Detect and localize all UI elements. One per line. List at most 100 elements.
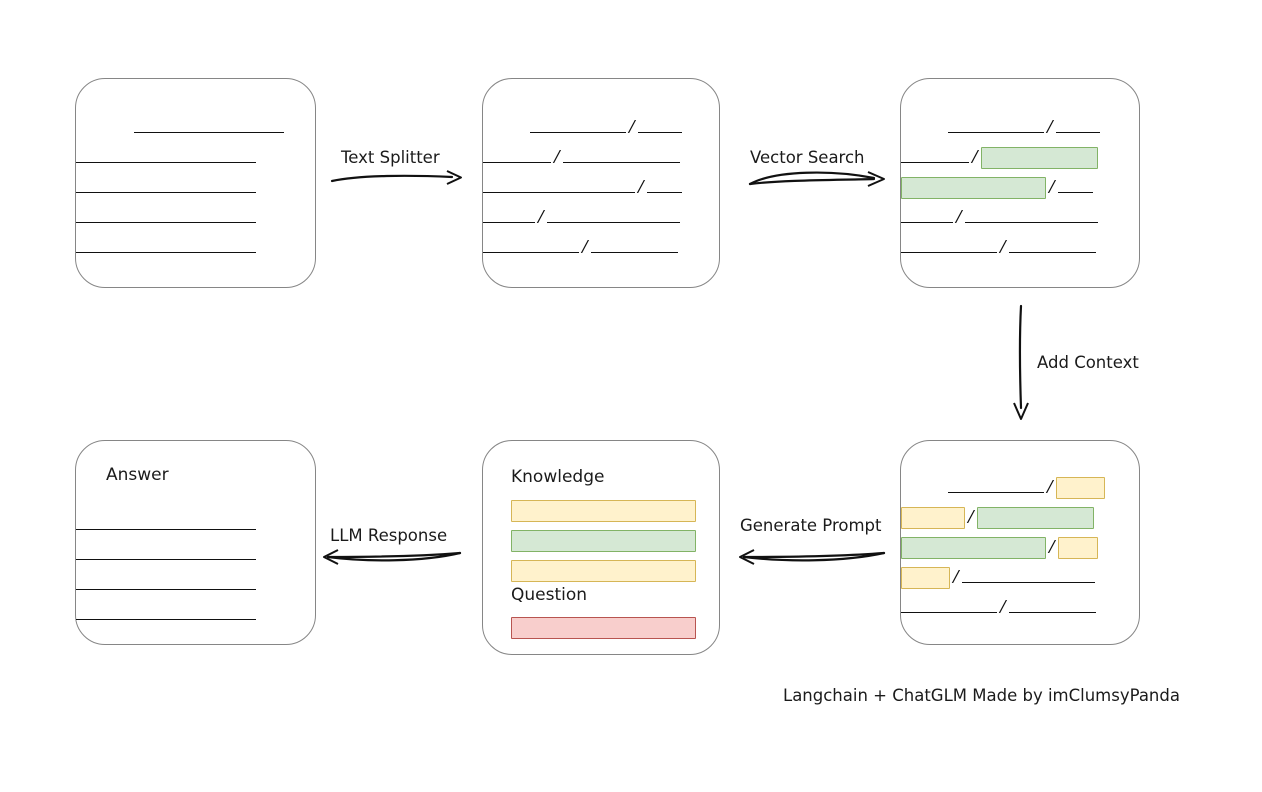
- text-line-segment: [1008, 252, 1096, 253]
- highlight-chip-green: [976, 506, 1094, 529]
- knowledge-row: [511, 496, 696, 526]
- text-line-segment: [76, 558, 256, 560]
- text-line-segment: [76, 222, 256, 223]
- question-heading: Question: [511, 585, 588, 605]
- arrow-generate-prompt: [738, 546, 886, 568]
- text-line-segment: [134, 132, 284, 133]
- document-line-row: [76, 595, 315, 625]
- chunk-separator-slash: /: [582, 236, 588, 258]
- chunk-separator-slash: /: [554, 146, 560, 168]
- chunk-separator-slash: /: [538, 206, 544, 228]
- highlight-chip-yellow: [901, 566, 950, 589]
- text-line-segment: [76, 162, 256, 163]
- text-line-segment: [562, 162, 680, 163]
- arrow-label-text-splitter: Text Splitter: [341, 148, 440, 167]
- chunk-separator-slash: /: [1047, 116, 1053, 138]
- chunk-separator-slash: /: [1047, 475, 1053, 498]
- matched-chunks-lines: / / / / /: [901, 79, 1139, 287]
- arrow-label-generate-prompt: Generate Prompt: [740, 516, 882, 535]
- text-line-segment: [483, 252, 579, 253]
- highlight-chip-yellow: [1057, 536, 1098, 559]
- text-line-segment: [483, 192, 635, 193]
- text-line-segment: [76, 588, 256, 590]
- document-line-row: /: [483, 108, 719, 138]
- chunk-separator-slash: /: [956, 206, 962, 228]
- document-line-row: /: [483, 198, 719, 228]
- document-line-row: /: [901, 588, 1139, 618]
- arrow-text-splitter: [330, 168, 465, 190]
- text-line-segment: [76, 192, 256, 193]
- document-line-row: [76, 565, 315, 595]
- document-line-row: [76, 228, 315, 258]
- text-line-segment: [901, 222, 953, 223]
- arrow-vector-search: [748, 168, 888, 192]
- chunk-separator-slash: /: [972, 146, 978, 168]
- text-line-segment: [590, 252, 678, 253]
- text-line-segment: [948, 132, 1044, 133]
- knowledge-chip-green: [511, 530, 696, 552]
- highlight-chip-yellow: [901, 506, 965, 529]
- document-line-row: /: [483, 228, 719, 258]
- text-line-segment: [901, 252, 997, 253]
- knowledge-chip-yellow: [511, 560, 696, 582]
- document-line-row: /: [901, 228, 1139, 258]
- knowledge-chip-list: [511, 496, 696, 586]
- chunk-separator-slash: /: [1049, 176, 1055, 198]
- question-chip-red: [511, 617, 696, 639]
- text-line-segment: [530, 132, 626, 133]
- chunk-separator-slash: /: [1000, 595, 1006, 618]
- document-line-row: /: [901, 198, 1139, 228]
- prompt-box: Knowledge Question: [482, 440, 720, 655]
- prompt-context-lines: / / / / /: [901, 441, 1139, 644]
- arrow-label-vector-search: Vector Search: [750, 148, 865, 167]
- knowledge-row: [511, 526, 696, 556]
- split-chunks-lines: / / / / /: [483, 79, 719, 287]
- document-line-row: /: [901, 528, 1139, 559]
- answer-heading: Answer: [106, 465, 169, 485]
- document-line-row: /: [901, 468, 1139, 499]
- question-chip-list: [511, 613, 696, 643]
- document-line-row: /: [483, 138, 719, 168]
- text-line-segment: [1055, 132, 1100, 133]
- arrow-add-context: [1008, 304, 1034, 422]
- arrow-label-llm-response: LLM Response: [330, 526, 448, 545]
- text-line-segment: [901, 611, 997, 613]
- text-line-segment: [76, 528, 256, 530]
- document-line-row: [76, 108, 315, 138]
- document-line-row: /: [901, 498, 1139, 529]
- knowledge-row: [511, 556, 696, 586]
- chunk-separator-slash: /: [629, 116, 635, 138]
- knowledge-chip-yellow: [511, 500, 696, 522]
- document-line-row: /: [901, 108, 1139, 138]
- text-line-segment: [901, 162, 969, 163]
- arrow-llm-response: [322, 546, 462, 568]
- highlight-chip-green: [980, 147, 1098, 169]
- document-line-row: [76, 535, 315, 565]
- prompt-context-box: / / / / /: [900, 440, 1140, 645]
- text-line-segment: [1057, 192, 1093, 193]
- highlight-chip-green: [901, 177, 1046, 199]
- document-line-row: [76, 505, 315, 535]
- document-line-row: [76, 198, 315, 228]
- text-line-segment: [948, 491, 1044, 493]
- knowledge-heading: Knowledge: [511, 467, 605, 487]
- source-document-box: [75, 78, 316, 288]
- text-line-segment: [76, 252, 256, 253]
- document-line-row: [76, 138, 315, 168]
- chunk-separator-slash: /: [1000, 236, 1006, 258]
- chunk-separator-slash: /: [953, 565, 959, 588]
- chunk-separator-slash: /: [638, 176, 644, 198]
- text-line-segment: [637, 132, 682, 133]
- text-line-segment: [483, 162, 551, 163]
- text-line-segment: [1008, 611, 1096, 613]
- document-line-row: /: [901, 558, 1139, 589]
- chunk-separator-slash: /: [968, 505, 974, 528]
- answer-box: Answer: [75, 440, 316, 645]
- text-line-segment: [546, 222, 680, 223]
- text-line-segment: [964, 222, 1098, 223]
- text-line-segment: [483, 222, 535, 223]
- chunk-separator-slash: /: [1049, 535, 1055, 558]
- question-row: [511, 613, 696, 643]
- matched-chunks-box: / / / / /: [900, 78, 1140, 288]
- footer-credit: Langchain + ChatGLM Made by imClumsyPand…: [783, 686, 1180, 705]
